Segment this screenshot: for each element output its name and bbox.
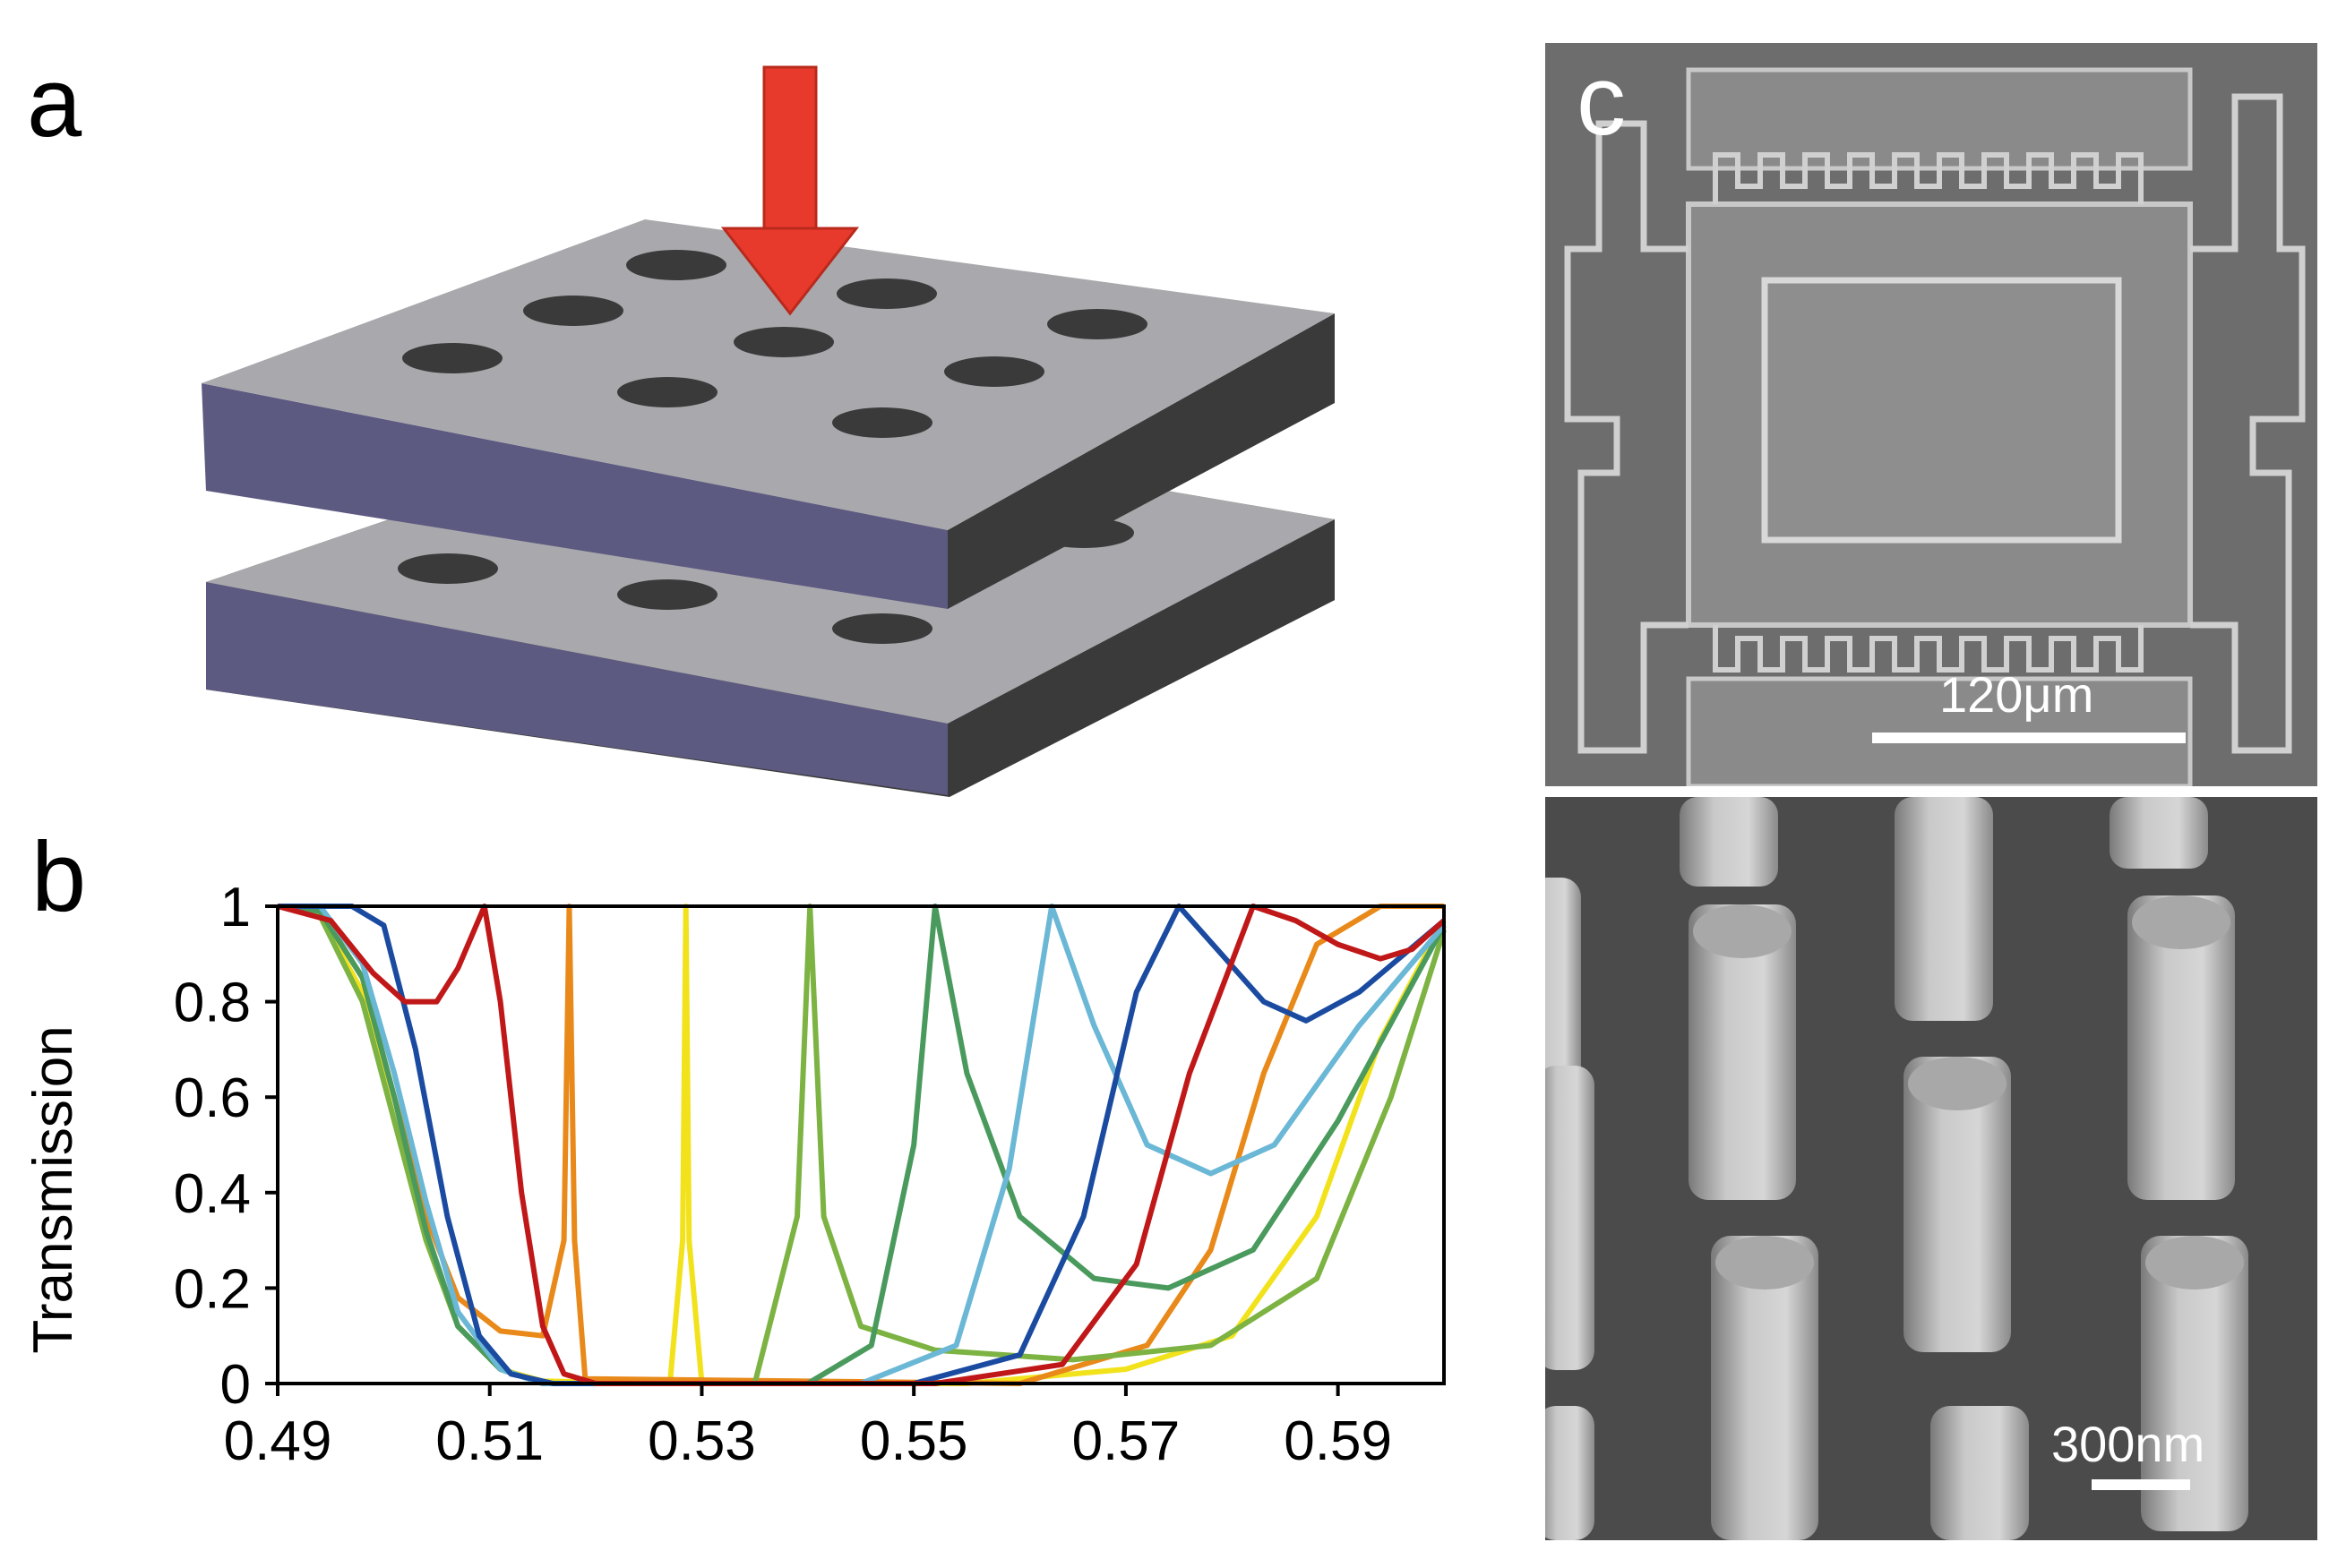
x-tick-label-4: 0.57 — [1072, 1410, 1181, 1472]
chart-frame — [276, 904, 1446, 1385]
y-tick-label-3: 0.6 — [174, 1067, 251, 1129]
y-axis-label: Transmission — [22, 1025, 84, 1353]
x-tick-label-0: 0.49 — [224, 1410, 332, 1472]
top-slab — [202, 219, 1335, 609]
y-tick-label-4: 0.8 — [174, 973, 251, 1034]
panel-label-c: c — [1577, 46, 1626, 156]
mems-structure-drawing — [1545, 43, 2317, 786]
x-tick-label-1: 0.51 — [435, 1410, 544, 1472]
series-line-3 — [277, 904, 1447, 1386]
scale-label-120um: 120μm — [1939, 666, 2094, 723]
series-line-2 — [277, 904, 1447, 1386]
sem-image-mems: c 120μm — [1545, 43, 2317, 786]
y-tick-label-0: 0 — [220, 1354, 251, 1416]
nanopillar-array-drawing — [1545, 797, 2317, 1540]
y-tick-label-5: 1 — [220, 877, 251, 938]
panel-label-a: a — [27, 47, 82, 158]
scale-label-300nm: 300nm — [2051, 1416, 2205, 1472]
y-tick-label-2: 0.4 — [174, 1163, 251, 1225]
sem-image-nanopillars: 300nm — [1545, 797, 2317, 1540]
series-line-6 — [277, 904, 1447, 1386]
panel-label-b: b — [31, 822, 87, 932]
series-line-5 — [278, 904, 1446, 1386]
chart-axes: 0.49 0.51 0.53 0.55 0.57 0.59 0 0.2 0.4 0.6 0.8 1 — [174, 877, 1392, 1472]
scale-bar-top — [1872, 733, 2186, 743]
incident-light-arrow-icon — [720, 65, 860, 316]
scale-bar-bottom — [2092, 1479, 2190, 1490]
x-tick-label-2: 0.53 — [648, 1410, 756, 1472]
x-tick-label-5: 0.59 — [1284, 1410, 1392, 1472]
chart-series-group — [277, 904, 1447, 1386]
transmission-chart: 0.49 0.51 0.53 0.55 0.57 0.59 0 0.2 0.4 0.6 0.8 1 T… — [22, 877, 1447, 1472]
photonic-slab-schematic — [202, 65, 1335, 797]
series-line-4 — [278, 904, 1447, 1386]
x-tick-label-3: 0.55 — [860, 1410, 968, 1472]
y-tick-label-1: 0.2 — [174, 1258, 251, 1320]
